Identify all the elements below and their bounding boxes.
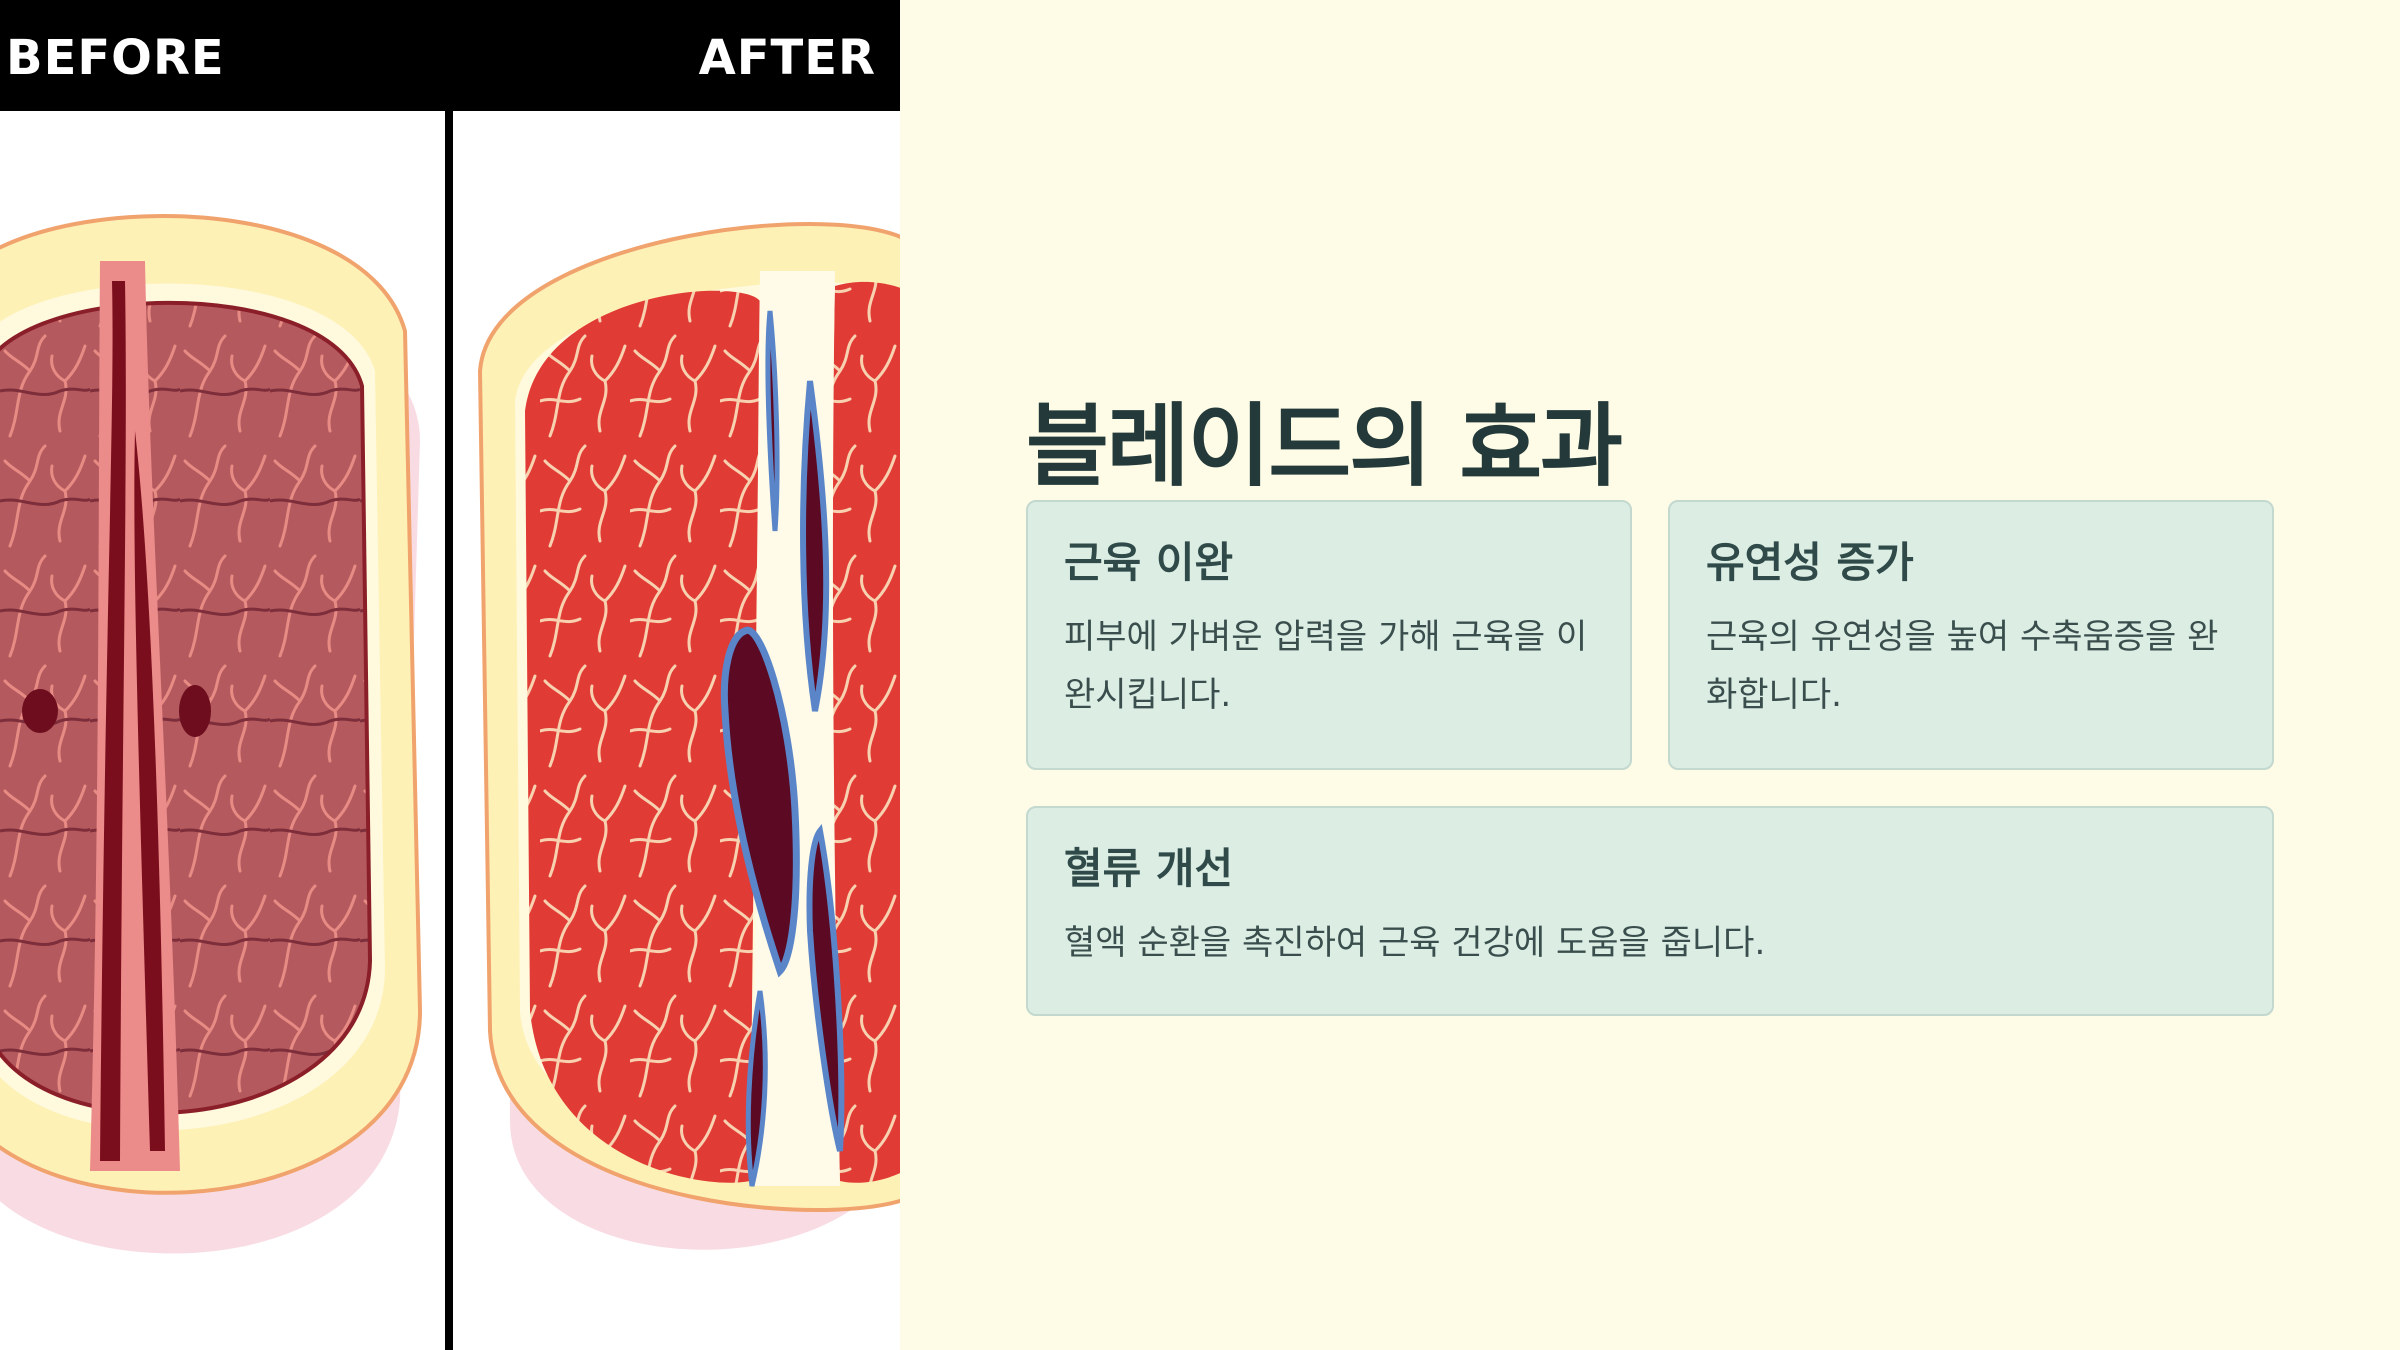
card-title: 근육 이완 [1064, 538, 1234, 587]
card-description: 혈액 순환을 촉진하여 근육 건강에 도움을 줍니다. [1064, 923, 1766, 963]
benefit-card-flexibility: 유연성 증가 근육의 유연성을 높여 수축움증을 완화합니다. [1668, 500, 2274, 770]
card-title: 유연성 증가 [1706, 538, 1914, 587]
after-label: AFTER [698, 30, 876, 86]
benefit-card-blood-flow: 혈류 개선 혈액 순환을 촉진하여 근육 건강에 도움을 줍니다. [1026, 806, 2274, 1016]
card-description: 피부에 가벼운 압력을 가해 근육을 이완시킵니다. [1064, 617, 1588, 715]
before-cross-section [0, 214, 423, 1254]
before-after-illustration: BEFORE AFTER [0, 0, 900, 1350]
page-title: 블레이드의 효과 [1026, 394, 1623, 500]
before-after-divider [445, 111, 453, 1350]
benefit-card-muscle-relaxation: 근육 이완 피부에 가벼운 압력을 가해 근육을 이완시킵니다. [1026, 500, 1632, 770]
muscle-cross-section-image [0, 214, 900, 1254]
card-title: 혈류 개선 [1064, 844, 1234, 893]
before-label: BEFORE [6, 30, 225, 86]
after-cross-section [477, 222, 900, 1250]
image-header-bar: BEFORE AFTER [0, 0, 900, 111]
card-description: 근육의 유연성을 높여 수축움증을 완화합니다. [1706, 617, 2219, 715]
